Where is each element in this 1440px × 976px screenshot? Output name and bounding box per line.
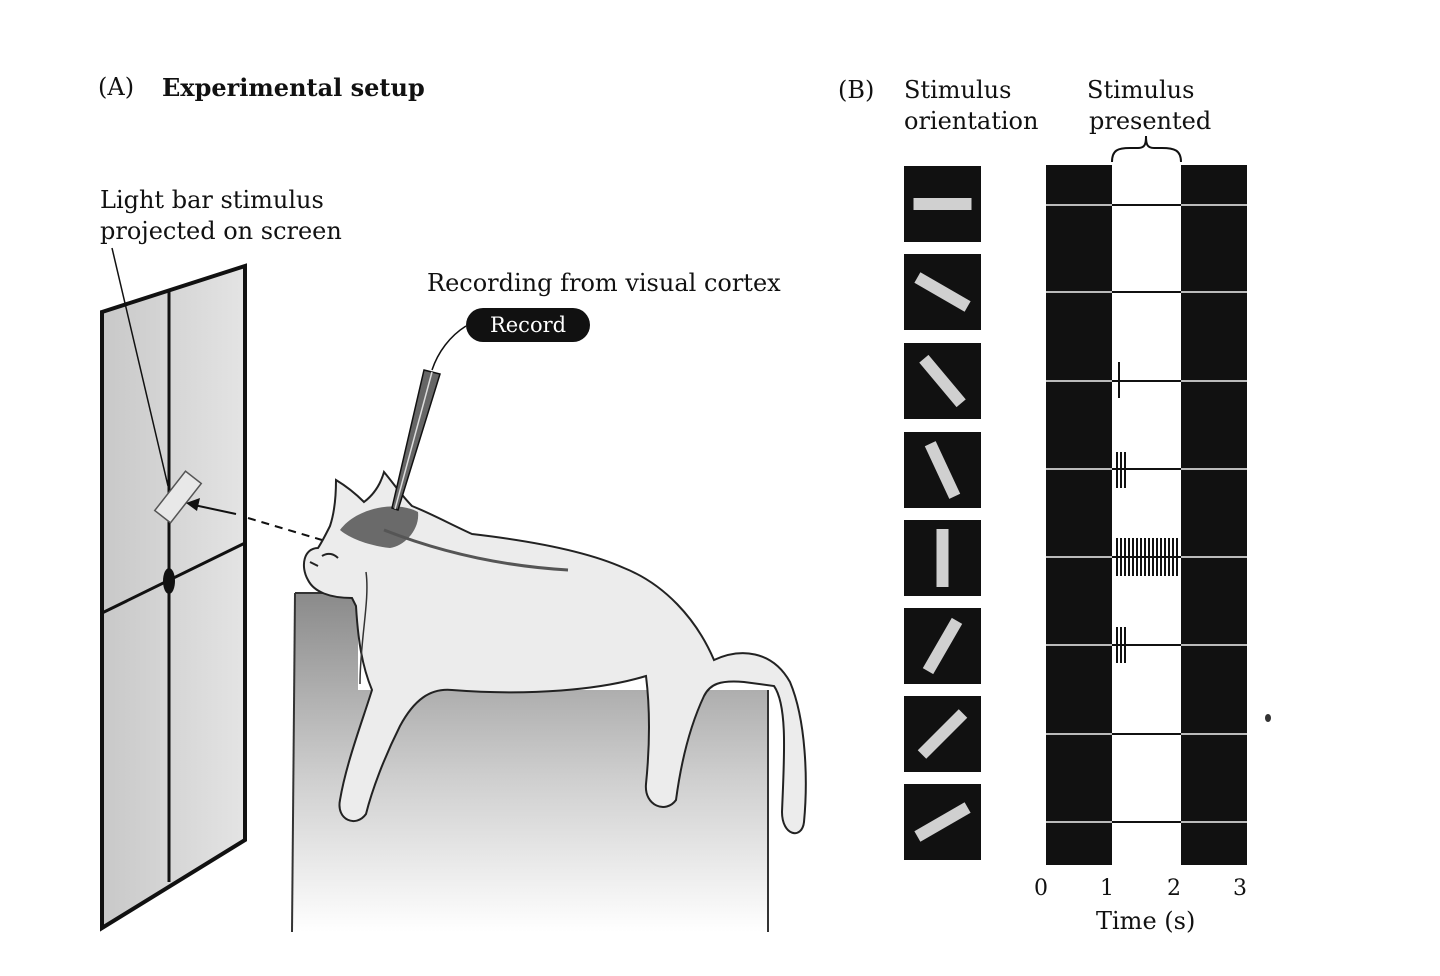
stimulus-window-brace bbox=[1111, 135, 1182, 163]
presented-header-line2: presented bbox=[1089, 107, 1212, 135]
x-tick-3: 3 bbox=[1233, 876, 1247, 901]
x-tick-0: 0 bbox=[1034, 876, 1048, 901]
recording-label: Recording from visual cortex bbox=[427, 269, 781, 297]
orientation-square-150deg bbox=[904, 784, 981, 860]
panel-b-letter: (B) bbox=[838, 76, 875, 104]
cat-illustration bbox=[302, 469, 807, 835]
projection-screen bbox=[100, 263, 247, 932]
x-axis-label: Time (s) bbox=[1096, 907, 1196, 935]
record-label-pill: Record bbox=[466, 308, 590, 342]
orientation-square-30deg bbox=[904, 254, 981, 330]
post-stimulus-block bbox=[1181, 165, 1247, 865]
spike-raster bbox=[1046, 135, 1271, 865]
x-tick-1: 1 bbox=[1100, 876, 1114, 901]
orientation-header-line2: orientation bbox=[904, 107, 1039, 135]
orientation-stimuli bbox=[904, 166, 981, 860]
orientation-square-120deg bbox=[904, 608, 981, 684]
light-bar-stimulus bbox=[153, 470, 203, 524]
orientation-square-90deg bbox=[904, 520, 981, 596]
presented-header-line1: Stimulus bbox=[1087, 76, 1195, 104]
orientation-square-65deg bbox=[904, 432, 981, 508]
pre-stimulus-block bbox=[1046, 165, 1112, 865]
recording-electrode bbox=[391, 325, 467, 511]
orientation-square-135deg bbox=[904, 696, 981, 772]
stimulus-label-line2: projected on screen bbox=[100, 217, 342, 245]
stimulus-label-line1: Light bar stimulus bbox=[100, 186, 324, 214]
orientation-square-0deg bbox=[904, 166, 981, 242]
panel-a-title: Experimental setup bbox=[162, 73, 425, 102]
stimulus-arrow bbox=[186, 498, 237, 515]
trace-rows bbox=[1046, 204, 1247, 823]
orientation-square-50deg bbox=[904, 343, 981, 419]
panel-a-letter: (A) bbox=[98, 73, 135, 101]
stimulus-leader-line bbox=[111, 247, 169, 487]
x-tick-2: 2 bbox=[1167, 876, 1181, 901]
spikes bbox=[1116, 362, 1178, 663]
gaze-dashed-line bbox=[247, 517, 323, 541]
orientation-header-line1: Stimulus bbox=[904, 76, 1012, 104]
